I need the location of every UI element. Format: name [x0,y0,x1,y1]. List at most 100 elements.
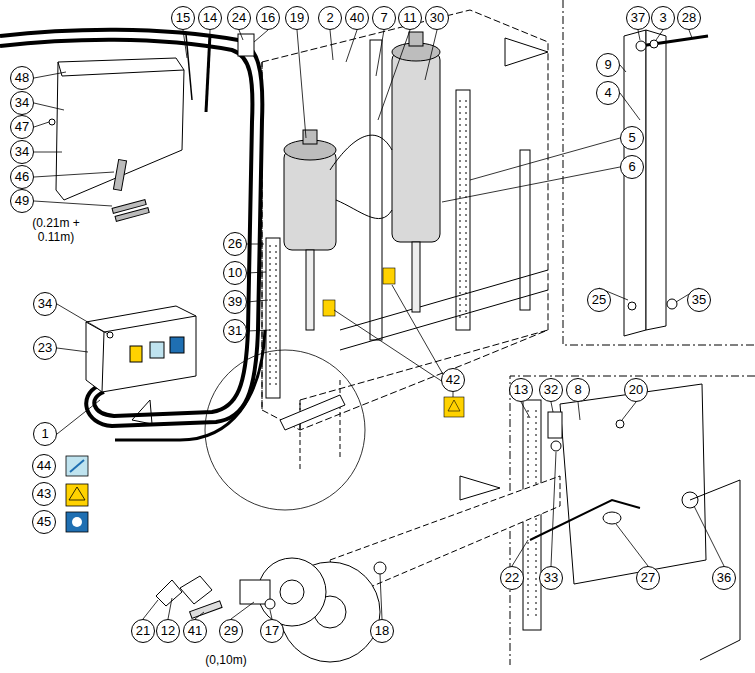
callout-number: 13 [514,382,528,397]
direction-arrows [132,38,548,500]
callout-number: 24 [232,10,246,25]
callout-number: 5 [628,130,635,145]
callout-number: 44 [37,458,51,473]
callout-number: 11 [403,10,417,25]
callout-number: 28 [682,10,696,25]
callout-circle: 34 [10,140,34,164]
callout-circle: 22 [500,566,524,590]
callout-number: 23 [38,340,52,355]
callout-circle: 21 [131,619,155,643]
callout-number: 31 [228,323,242,338]
frame [205,10,548,510]
gearbox [156,476,560,662]
callout-number: 18 [375,623,389,638]
callout-number: 39 [228,294,242,309]
callout-number: 25 [592,292,606,307]
callout-circle: 45 [32,510,56,534]
callout-number: 17 [265,623,279,638]
callout-number: 41 [188,623,202,638]
callout-circle: 24 [227,6,251,30]
callout-number: 21 [136,623,150,638]
callout-circle: 16 [256,6,280,30]
callout-number: 36 [717,570,731,585]
callout-number: 9 [604,57,611,72]
callout-number: 2 [326,10,333,25]
callout-circle: 44 [32,454,56,478]
callout-number: 33 [544,570,558,585]
callout-number: 7 [380,10,387,25]
callout-circle: 29 [219,619,243,643]
callout-number: 1 [41,426,48,441]
callout-circle: 6 [620,155,644,179]
callout-number: 47 [15,119,29,134]
callout-circle: 20 [624,378,648,402]
callout-number: 22 [505,570,519,585]
callout-number: 42 [446,372,460,387]
callout-number: 6 [628,159,635,174]
callout-number: 14 [203,10,217,25]
callout-circle: 12 [156,619,180,643]
callout-number: 4 [604,85,611,100]
callout-number: 34 [38,296,52,311]
callout-circle: 9 [596,53,620,77]
callout-circle: 13 [509,378,533,402]
callout-circle: 3 [651,6,675,30]
callout-circle: 10 [223,261,247,285]
callout-number: 29 [224,623,238,638]
callout-circle: 30 [425,6,449,30]
callout-circle: 25 [587,288,611,312]
callout-number: 26 [228,236,242,251]
callout-circle: 34 [10,91,34,115]
callout-number: 27 [641,570,655,585]
callout-number: 10 [228,265,242,280]
callout-circle: 48 [10,66,34,90]
dimension-label: (0.21m + 0.11m) [31,217,81,245]
callout-number: 16 [261,10,275,25]
clamp-parts [186,34,254,112]
callout-circle: 15 [171,6,195,30]
callout-circle: 19 [285,6,309,30]
callout-number: 45 [37,514,51,529]
callout-number: 40 [350,10,364,25]
callout-circle: 34 [33,292,57,316]
callout-circle: 35 [687,288,711,312]
callout-number: 48 [15,70,29,85]
callout-circle: 2 [318,6,342,30]
callout-circle: 8 [566,378,590,402]
callout-circle: 42 [441,368,465,392]
callout-circle: 49 [10,189,34,213]
callout-number: 35 [692,292,706,307]
callout-circle: 11 [398,6,422,30]
callout-number: 3 [659,10,666,25]
callout-number: 43 [37,486,51,501]
callout-circle: 37 [626,6,650,30]
callout-circle: 5 [620,126,644,150]
detail-parts [523,384,740,660]
callout-number: 8 [574,382,581,397]
callout-number: 49 [15,193,29,208]
callout-number: 30 [430,10,444,25]
callout-circle: 14 [198,6,222,30]
callout-number: 32 [544,382,558,397]
warning-stickers [323,268,464,417]
callout-number: 34 [15,144,29,159]
hoses [0,30,265,440]
callout-circle: 26 [223,232,247,256]
callout-circle: 31 [223,319,247,343]
callout-circle: 28 [677,6,701,30]
dimension-label: (0,10m) [204,654,247,668]
callout-circle: 46 [10,165,34,189]
callout-circle: 47 [10,115,34,139]
callout-circle: 41 [183,619,207,643]
callout-circle: 39 [223,290,247,314]
cylinders [284,32,440,330]
callout-circle: 40 [345,6,369,30]
callout-number: 37 [631,10,645,25]
callout-circle: 33 [539,566,563,590]
callout-number: 15 [176,10,190,25]
callout-circle: 1 [33,422,57,446]
callout-number: 20 [629,382,643,397]
callout-number: 19 [290,10,304,25]
callout-number: 46 [15,169,29,184]
